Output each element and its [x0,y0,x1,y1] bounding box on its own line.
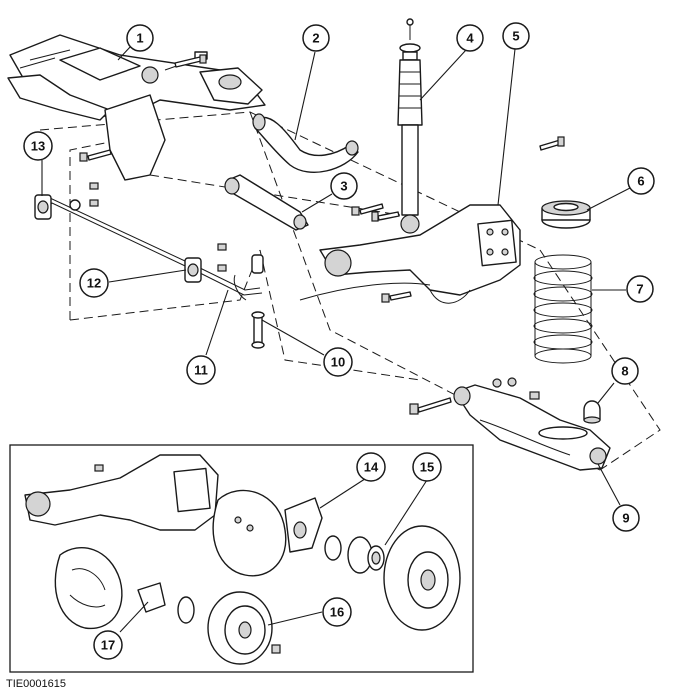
assembly-guide-lines [39,111,661,471]
trailing-arm-knuckle [299,204,521,304]
brake-hub-inset [9,444,474,673]
callout-17-label: 17 [101,638,115,653]
callout-9-label: 9 [622,511,629,526]
callout-6-label: 6 [637,174,644,189]
callout-8: 8 [611,357,639,385]
callout-14: 14 [356,452,386,482]
callout-7-label: 7 [636,282,643,297]
callout-1: 1 [126,24,154,52]
callout-leaders [41,45,631,633]
callout-11-label: 11 [194,363,208,378]
lower-spring-arm [453,384,611,471]
spring-seat [541,200,591,229]
coil-spring [533,254,593,364]
callout-8-label: 8 [621,364,628,379]
callout-10-label: 10 [331,355,345,370]
callout-5-label: 5 [512,29,519,44]
callout-15-label: 15 [420,460,434,475]
callout-3-label: 3 [340,179,347,194]
callout-12: 12 [79,268,109,298]
shock-absorber [397,18,423,234]
callout-6: 6 [627,167,655,195]
callout-7: 7 [626,275,654,303]
callout-11: 11 [186,355,216,385]
callout-5: 5 [502,22,530,50]
stabiliser-bar [34,194,263,301]
callout-2: 2 [302,24,330,52]
lower-arm [224,174,309,231]
callout-1-label: 1 [136,31,143,46]
callout-13: 13 [23,131,53,161]
callout-4: 4 [456,24,484,52]
callout-2-label: 2 [312,31,319,46]
callout-4-label: 4 [466,31,474,46]
fasteners [79,54,565,415]
callout-16: 16 [322,597,352,627]
callout-14-label: 14 [364,460,379,475]
callout-12-label: 12 [87,276,101,291]
subframe-crossmember [7,34,266,181]
upper-arm [252,113,359,173]
callout-16-label: 16 [330,605,344,620]
callout-10: 10 [323,347,353,377]
callout-15: 15 [412,452,442,482]
callout-9: 9 [612,504,640,532]
callout-3: 3 [330,172,358,200]
callout-17: 17 [93,630,123,660]
callout-13-label: 13 [31,139,45,154]
bump-stop [583,400,601,424]
figure-reference: TIE0001615 [6,678,66,690]
stabiliser-link [251,254,265,349]
